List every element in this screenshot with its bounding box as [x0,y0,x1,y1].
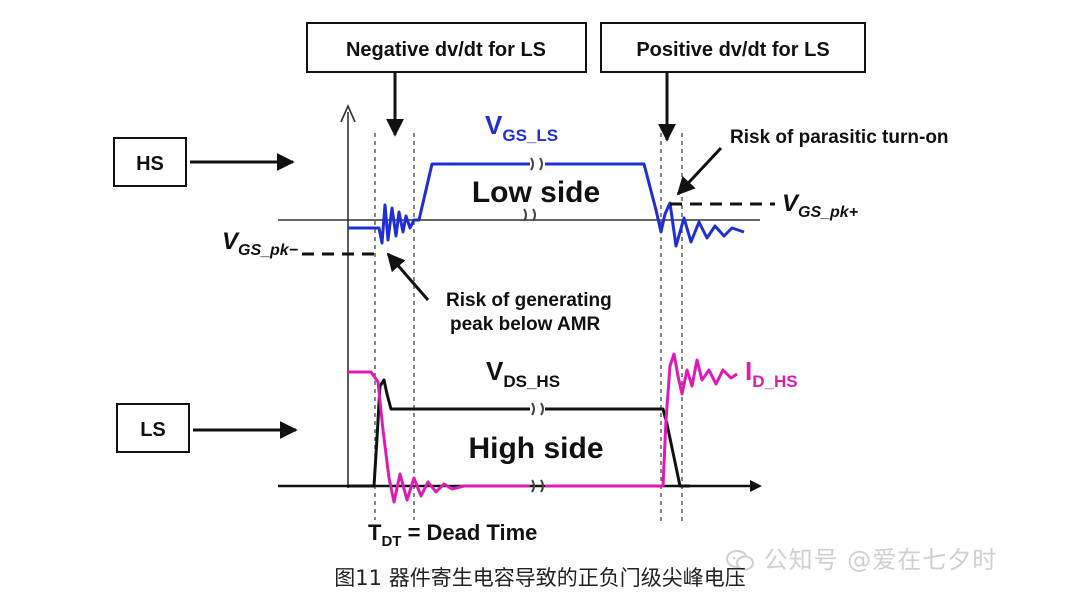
vgs-pk-minus-label: VGS_pk− [222,228,298,259]
high-side-label: High side [468,432,603,465]
time-axis-arrowhead [750,480,762,492]
vds-hs-label: VDS_HS [486,356,560,391]
chat-bubble-icon [726,550,754,571]
ls-box: LS [116,403,190,453]
low-side-label: Low side [472,176,600,209]
id-hs-waveform [348,370,530,504]
negative-dvdt-box: Negative dv/dt for LS [306,22,587,73]
risk-peak-label-line1: Risk of generating [446,290,612,311]
watermark: 公知号 @爱在七夕时 [725,540,997,575]
vgs-ls-waveform [348,162,530,245]
positive-dvdt-box: Positive dv/dt for LS [600,22,866,73]
watermark-text: 公知号 @爱在七夕时 [763,546,998,574]
y-axis-arrowhead [340,104,356,123]
hs-label: HS [136,153,164,175]
figure-caption: 图11 器件寄生电容导致的正负门级尖峰电压 [334,566,746,590]
negative-dvdt-label: Negative dv/dt for LS [346,39,546,61]
vgs-ls-waveform-continued [545,162,745,248]
ls-label: LS [140,419,166,441]
risk-turn-on-arrow [676,146,723,196]
id-hs-waveform-continued [545,352,738,488]
vgs-ls-label: VGS_LS [485,110,558,145]
risk-turn-on-label: Risk of parasitic turn-on [730,127,949,148]
hs-box: HS [113,137,187,187]
vds-hs-waveform [348,378,530,488]
break-marks [523,157,544,493]
risk-peak-label-line2: peak below AMR [450,314,601,335]
positive-dvdt-label: Positive dv/dt for LS [636,39,829,61]
id-hs-label: ID_HS [745,356,798,391]
dead-time-label: TDT = Dead Time [368,520,537,550]
risk-peak-arrow [386,252,430,301]
vgs-pk-plus-label: VGS_pk+ [782,190,858,221]
